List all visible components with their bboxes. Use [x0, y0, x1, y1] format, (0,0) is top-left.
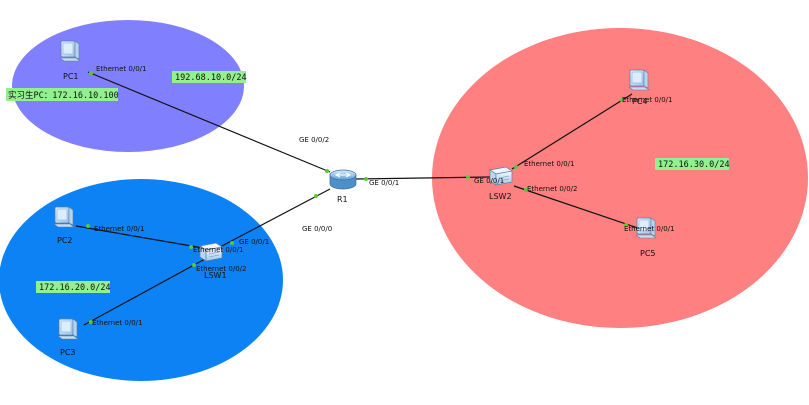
subnet-tag-bg — [655, 158, 729, 170]
port-label-pc1: Ethernet 0/0/1 — [96, 65, 146, 73]
label-r1: R1 — [337, 195, 348, 204]
port-dot — [514, 165, 518, 169]
port-dot — [86, 224, 90, 228]
annotation-intern-pc: 实习生PC：172.16.10.100 — [6, 88, 119, 101]
annotation-text: 实习生PC：172.16.10.100 — [8, 90, 119, 101]
port-dot — [230, 241, 234, 245]
link-lsw2-pc4 — [511, 93, 633, 170]
port-label-r1-ge001: GE 0/0/1 — [369, 179, 399, 187]
links — [75, 71, 639, 326]
port-dot — [189, 245, 193, 249]
port-dot — [89, 320, 93, 324]
zone-pc1 — [12, 20, 244, 152]
label-pc3: PC3 — [60, 348, 76, 357]
pc2-icon[interactable] — [53, 206, 75, 228]
label-lsw2: LSW2 — [489, 192, 512, 201]
link-pc3-lsw1 — [83, 258, 206, 326]
subnet-tag-bg — [36, 281, 110, 293]
label-pc2: PC2 — [57, 236, 73, 245]
router-r1-icon[interactable] — [329, 169, 357, 190]
port-dot — [89, 71, 93, 75]
zone-lsw2 — [432, 28, 808, 328]
port-label-r1-ge002: GE 0/0/2 — [299, 136, 329, 144]
port-dot — [620, 98, 624, 102]
port-dot — [624, 223, 628, 227]
subnet-tag-text: 172.16.30.0/24 — [658, 160, 730, 170]
port-dot — [192, 263, 196, 267]
port-dot — [466, 175, 470, 179]
port-label-lsw1-eth002: Ethernet 0/0/2 — [196, 265, 246, 273]
label-pc4: PC4 — [632, 97, 648, 106]
port-label-pc5: Ethernet 0/0/1 — [624, 225, 674, 233]
port-label-lsw2-ge001: GE 0/0/1 — [474, 177, 504, 185]
subnet-tag-text: 172.16.20.0/24 — [39, 283, 111, 293]
port-label-lsw1-ge001: GE 0/0/1 — [239, 238, 269, 246]
pc4-icon[interactable] — [628, 69, 650, 91]
pc1-icon[interactable] — [59, 40, 81, 62]
port-dot — [325, 169, 329, 173]
port-dots — [86, 71, 628, 324]
subnet-tag-text: 192.68.10.0/24 — [175, 73, 247, 83]
label-pc1: PC1 — [63, 72, 79, 81]
port-dot — [524, 188, 528, 192]
port-label-pc4: Ethernet 0/0/1 — [622, 96, 672, 104]
port-label-lsw2-eth001: Ethernet 0/0/1 — [524, 160, 574, 168]
port-label-pc2: Ethernet 0/0/1 — [94, 225, 144, 233]
annotation-bg — [6, 88, 118, 101]
link-pc2-lsw1 — [75, 225, 204, 249]
port-label-lsw1-eth001: Ethernet 0/0/1 — [193, 246, 243, 254]
link-r1-lsw1 — [217, 188, 331, 249]
link-pc1-r1 — [87, 71, 331, 173]
subnet-tag-lsw1: 172.16.20.0/24 — [36, 281, 111, 293]
port-label-lsw2-eth002: Ethernet 0/0/2 — [527, 185, 577, 193]
label-pc5: PC5 — [640, 249, 656, 258]
port-dot — [364, 177, 368, 181]
port-dot — [314, 194, 318, 198]
subnet-tag-lsw2: 172.16.30.0/24 — [655, 158, 730, 170]
zone-lsw1 — [0, 179, 283, 381]
link-lsw2-pc5 — [513, 185, 639, 229]
port-label-r1-ge000: GE 0/0/0 — [302, 225, 332, 233]
subnet-tag-pc1: 192.68.10.0/24 — [172, 71, 247, 83]
pc3-icon[interactable] — [57, 318, 79, 340]
label-lsw1: LSW1 — [204, 271, 227, 280]
port-label-pc3: Ethernet 0/0/1 — [92, 319, 142, 327]
subnet-tag-bg — [172, 71, 246, 83]
